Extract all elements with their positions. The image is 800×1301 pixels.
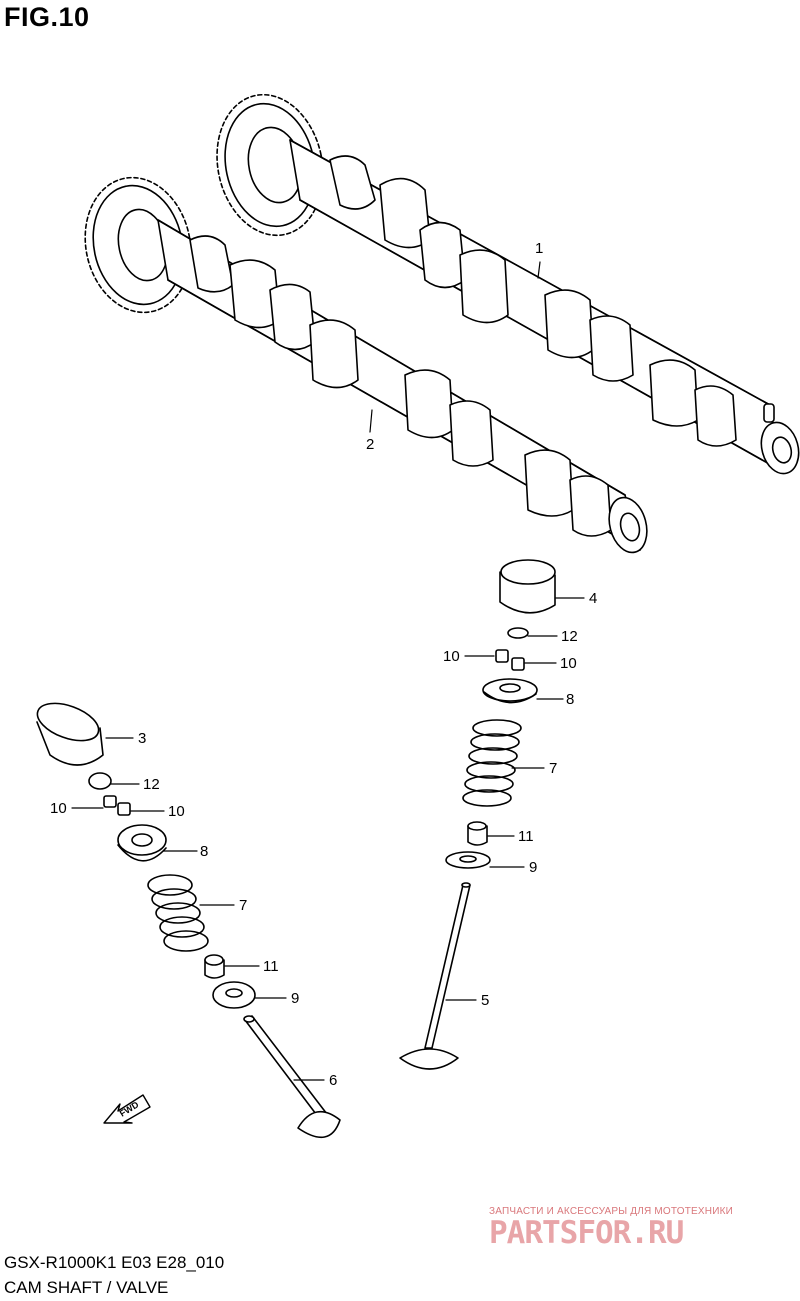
callout-7-left: 7	[239, 897, 247, 914]
callout-9-right: 9	[529, 859, 537, 876]
camshaft-2[interactable]	[73, 168, 653, 557]
callout-10-right-b: 10	[560, 655, 577, 672]
callout-11-left: 11	[263, 958, 279, 975]
valve-5[interactable]	[399, 882, 471, 1070]
callout-6: 6	[329, 1072, 337, 1089]
shim-12-left[interactable]	[88, 772, 112, 790]
watermark-tagline: ЗАПЧАСТИ И АКСЕССУАРЫ ДЛЯ МОТОТЕХНИКИ	[489, 1206, 734, 1217]
callout-10-left-b: 10	[168, 803, 185, 820]
seal-11-right[interactable]	[467, 821, 488, 846]
seal-11-left[interactable]	[204, 954, 225, 979]
shim-12-right[interactable]	[507, 627, 529, 639]
cotter-10-right[interactable]	[495, 649, 525, 671]
spring-7-right[interactable]	[462, 719, 522, 807]
tappet-3[interactable]	[32, 696, 104, 766]
callout-9-left: 9	[291, 990, 299, 1007]
figure-subtitle: CAM SHAFT / VALVE	[4, 1278, 169, 1297]
callout-3: 3	[138, 730, 146, 747]
seat-9-left[interactable]	[212, 981, 256, 1009]
callout-8-right: 8	[566, 691, 574, 708]
retainer-8-right[interactable]	[482, 678, 538, 704]
model-code: GSX-R1000K1 E03 E28_010	[4, 1253, 225, 1272]
callout-1: 1	[535, 240, 543, 257]
callout-11-right: 11	[518, 828, 534, 845]
callout-12-left: 12	[143, 776, 160, 793]
tappet-4[interactable]	[499, 559, 556, 614]
valve-6[interactable]	[243, 1015, 341, 1138]
forward-arrow-icon: FWD	[103, 1094, 151, 1124]
callout-5: 5	[481, 992, 489, 1009]
callout-labels: 1 2 3 4 5 6 7 7 8 8 9 9 10 10 10 10 11 1…	[50, 240, 597, 1089]
watermark: ЗАПЧАСТИ И АКСЕССУАРЫ ДЛЯ МОТОТЕХНИКИ PA…	[489, 1206, 794, 1251]
camshaft-1[interactable]	[204, 85, 800, 478]
seat-9-right[interactable]	[445, 851, 491, 869]
callout-7-right: 7	[549, 760, 557, 777]
callout-10-right-a: 10	[443, 648, 460, 665]
figure-title: FIG.10	[4, 2, 90, 32]
callout-4: 4	[589, 590, 597, 607]
watermark-brand: PARTSFOR.RU	[489, 1215, 684, 1251]
retainer-8-left[interactable]	[117, 824, 167, 862]
callout-12-right: 12	[561, 628, 578, 645]
spring-7-left[interactable]	[147, 874, 209, 952]
callout-2: 2	[366, 436, 374, 453]
callout-leaders	[71, 261, 585, 1081]
callout-10-left-a: 10	[50, 800, 67, 817]
cotter-10-left[interactable]	[103, 795, 131, 816]
callout-8-left: 8	[200, 843, 208, 860]
